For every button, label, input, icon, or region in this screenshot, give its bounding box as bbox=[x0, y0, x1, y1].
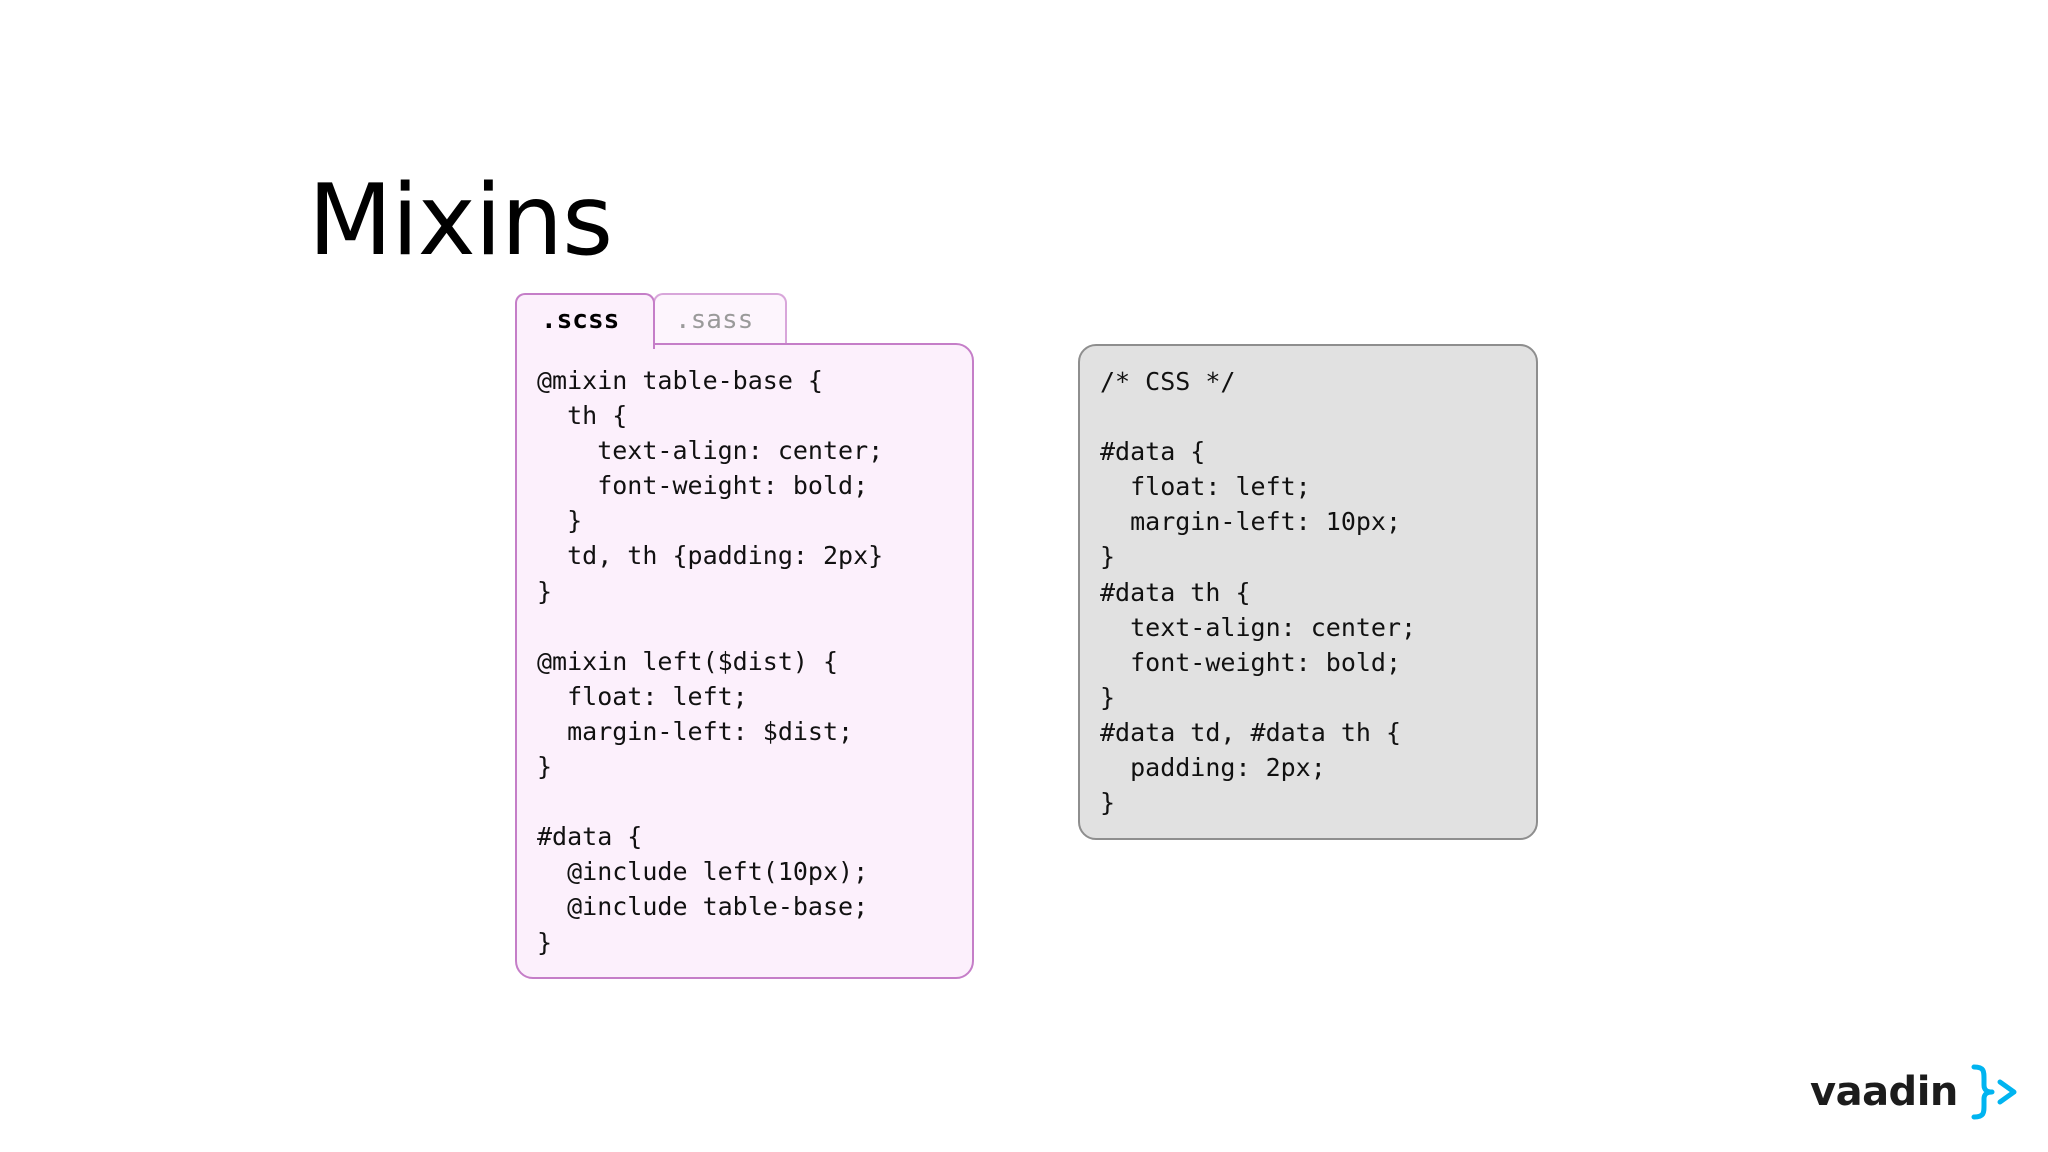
slide-title: Mixins bbox=[308, 164, 613, 278]
tab-sass[interactable]: .sass bbox=[653, 293, 787, 345]
css-output-panel: /* CSS */ #data { float: left; margin-le… bbox=[1078, 344, 1538, 840]
brace-chevron-icon bbox=[1971, 1064, 2017, 1120]
scss-code-panel: @mixin table-base { th { text-align: cen… bbox=[515, 343, 974, 979]
tab-scss[interactable]: .scss bbox=[515, 293, 655, 349]
logo-wordmark: vaadin bbox=[1810, 1069, 1958, 1115]
css-code-block: /* CSS */ #data { float: left; margin-le… bbox=[1100, 367, 1417, 818]
vaadin-logo: vaadin bbox=[1810, 1062, 2022, 1122]
scss-code-block: @mixin table-base { th { text-align: cen… bbox=[537, 366, 884, 957]
